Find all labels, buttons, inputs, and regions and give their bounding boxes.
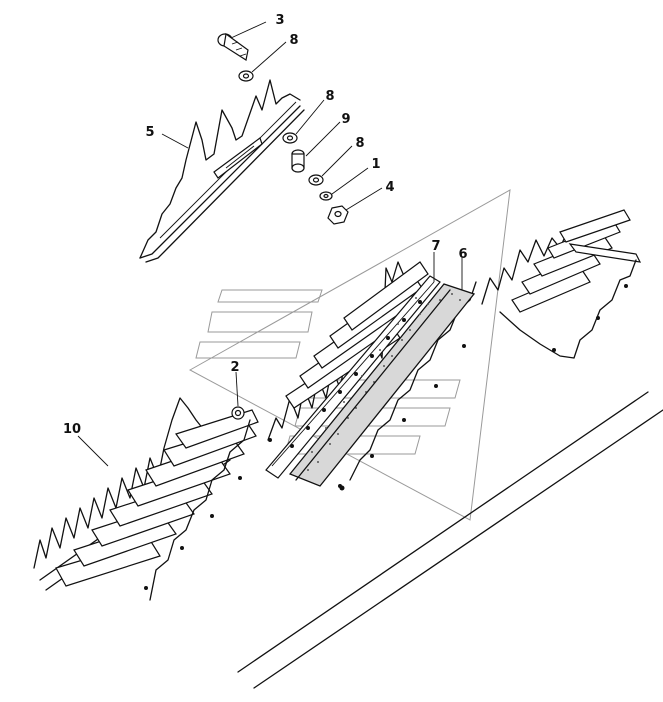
callout-1: 1 — [371, 157, 380, 172]
finger-guard-assembly — [33, 209, 642, 601]
leader-lines — [77, 21, 463, 467]
washer-8-bottom — [308, 174, 324, 186]
guard-fingers-lower — [55, 409, 259, 587]
spacer-9 — [291, 149, 305, 173]
lock-washer-1 — [319, 191, 333, 201]
callout-10: 10 — [63, 422, 81, 437]
guard-fingers-right — [511, 209, 642, 313]
callout-9: 9 — [341, 112, 350, 127]
serration-texture — [307, 293, 461, 471]
callout-6: 6 — [458, 247, 467, 262]
washer-8-middle — [282, 132, 298, 144]
knife-section-5 — [139, 79, 305, 263]
washer-8-top — [238, 70, 254, 82]
knife-section-assembly — [265, 275, 476, 491]
nut-4 — [327, 205, 349, 225]
callout-2: 2 — [230, 360, 239, 375]
callout-8-top: 8 — [289, 33, 298, 48]
callout-8-middle: 8 — [325, 89, 334, 104]
callout-3: 3 — [275, 13, 284, 28]
rivet-row — [290, 300, 422, 448]
callout-4: 4 — [385, 180, 394, 195]
callout-5: 5 — [145, 125, 154, 140]
nut-2 — [231, 406, 245, 420]
fastener-stack — [217, 32, 349, 225]
callout-8-bottom: 8 — [355, 136, 364, 151]
bolt-3 — [217, 32, 249, 61]
callout-7: 7 — [431, 239, 440, 254]
callout-labels: 3 8 5 8 9 8 1 4 7 6 2 10 — [63, 13, 468, 437]
frame-edge-lines — [237, 391, 663, 689]
